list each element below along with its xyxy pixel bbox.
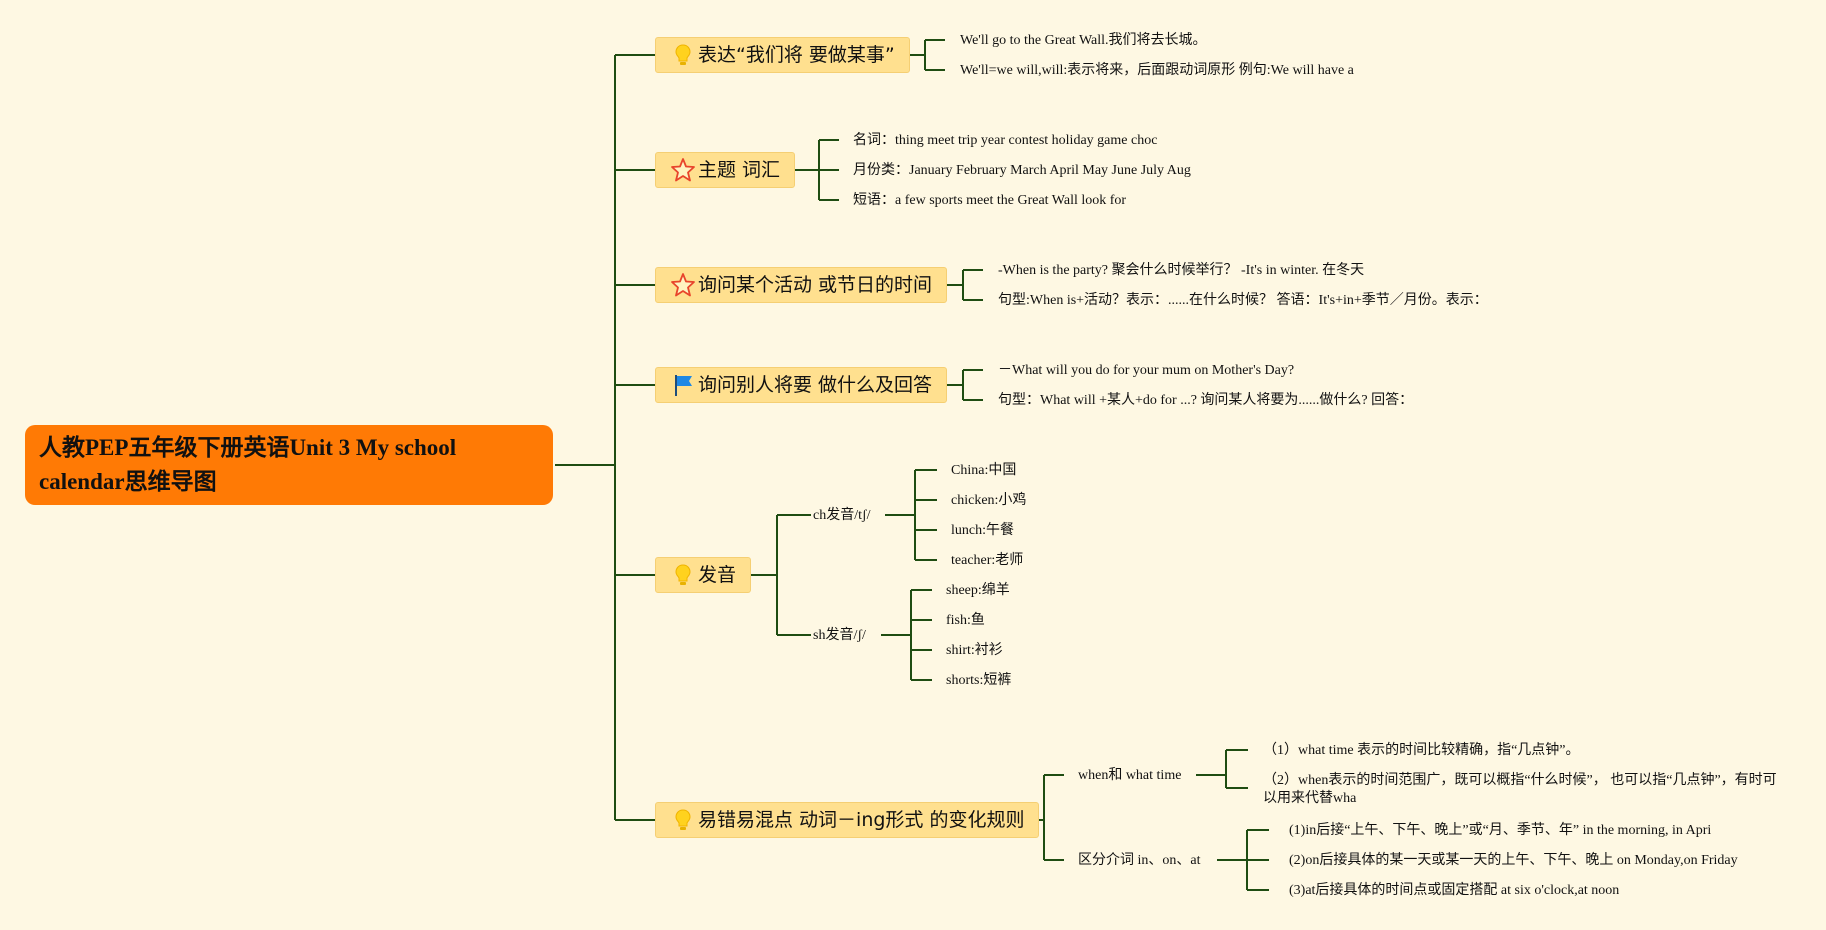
- leaf-item: 短语：a few sports meet the Great Wall look…: [853, 193, 1127, 208]
- leaf-item: 句型：What will +某人+do for ...? 询问某人将要为....…: [998, 393, 1414, 408]
- leaf-item: teacher:老师: [951, 553, 1024, 568]
- leaf-item: （2）when表示的时间范围广，既可以概指“什么时候”， 也可以指“几点钟”，有…: [1263, 773, 1777, 806]
- topic-label: 易错易混点 动词－ing形式 的变化规则: [698, 809, 1025, 831]
- topic-pronunciation[interactable]: 发音: [655, 557, 752, 593]
- subtopic-sh[interactable]: sh发音/ʃ/: [813, 628, 866, 643]
- leaf-item: lunch:午餐: [951, 523, 1014, 538]
- topic-express-future[interactable]: 表达“我们将 要做某事”: [655, 37, 910, 73]
- leaf-item: shorts:短裤: [946, 673, 1012, 688]
- star-icon: [671, 158, 695, 182]
- root-node[interactable]: 人教PEP五年级下册英语Unit 3 My school calendar思维导…: [25, 425, 553, 505]
- subtopic-when-whattime[interactable]: when和 what time: [1078, 768, 1182, 783]
- root-title: 人教PEP五年级下册英语Unit 3 My school calendar思维导…: [39, 435, 457, 494]
- topic-vocabulary[interactable]: 主题 词汇: [655, 152, 796, 188]
- leaf-item: chicken:小鸡: [951, 493, 1027, 508]
- flag-icon: [675, 375, 692, 396]
- lightbulb-icon: [675, 809, 691, 830]
- leaf-item: -When is the party? 聚会什么时候举行？ -It's in w…: [998, 263, 1365, 278]
- leaf-item: We'll go to the Great Wall.我们将去长城。: [960, 33, 1207, 48]
- leaf-item: 名词：thing meet trip year contest holiday …: [853, 133, 1158, 148]
- subtopic-ch[interactable]: ch发音/tʃ/: [813, 508, 871, 523]
- topic-ask-plans[interactable]: 询问别人将要 做什么及回答: [655, 367, 948, 403]
- leaf-item: shirt:衬衫: [946, 643, 1003, 658]
- topic-label: 表达“我们将 要做某事”: [698, 44, 895, 66]
- leaf-item: China:中国: [951, 463, 1017, 478]
- leaf-item: (1)in后接“上午、下午、晚上”或“月、季节、年” in the mornin…: [1289, 823, 1712, 838]
- topic-label: 发音: [698, 564, 737, 586]
- leaf-item: 月份类：January February March April May Jun…: [853, 163, 1191, 178]
- topic-label: 主题 词汇: [698, 159, 781, 181]
- topic-label: 询问某个活动 或节日的时间: [698, 274, 933, 296]
- leaf-item: －What will you do for your mum on Mother…: [998, 363, 1295, 378]
- star-icon: [671, 273, 695, 297]
- lightbulb-icon: [675, 44, 691, 65]
- topic-ask-time[interactable]: 询问某个活动 或节日的时间: [655, 267, 948, 303]
- topic-label: 询问别人将要 做什么及回答: [698, 374, 933, 396]
- leaf-item: （1）what time 表示的时间比较精确，指“几点钟”。: [1263, 743, 1580, 758]
- lightbulb-icon: [675, 564, 691, 585]
- leaf-item: (3)at后接具体的时间点或固定搭配 at six o'clock,at noo…: [1289, 883, 1620, 898]
- leaf-item: fish:鱼: [946, 613, 985, 628]
- leaf-item: 句型:When is+活动？表示：......在什么时候？ 答语：It's+in…: [998, 293, 1488, 308]
- leaf-item: sheep:绵羊: [946, 583, 1010, 598]
- subtopic-prepositions[interactable]: 区分介词 in、on、at: [1078, 853, 1201, 868]
- leaf-item: (2)on后接具体的某一天或某一天的上午、下午、晚上 on Monday,on …: [1289, 853, 1738, 868]
- leaf-item: We'll=we will,will:表示将来，后面跟动词原形 例句:We wi…: [960, 63, 1354, 78]
- topic-common-mistakes[interactable]: 易错易混点 动词－ing形式 的变化规则: [655, 802, 1040, 838]
